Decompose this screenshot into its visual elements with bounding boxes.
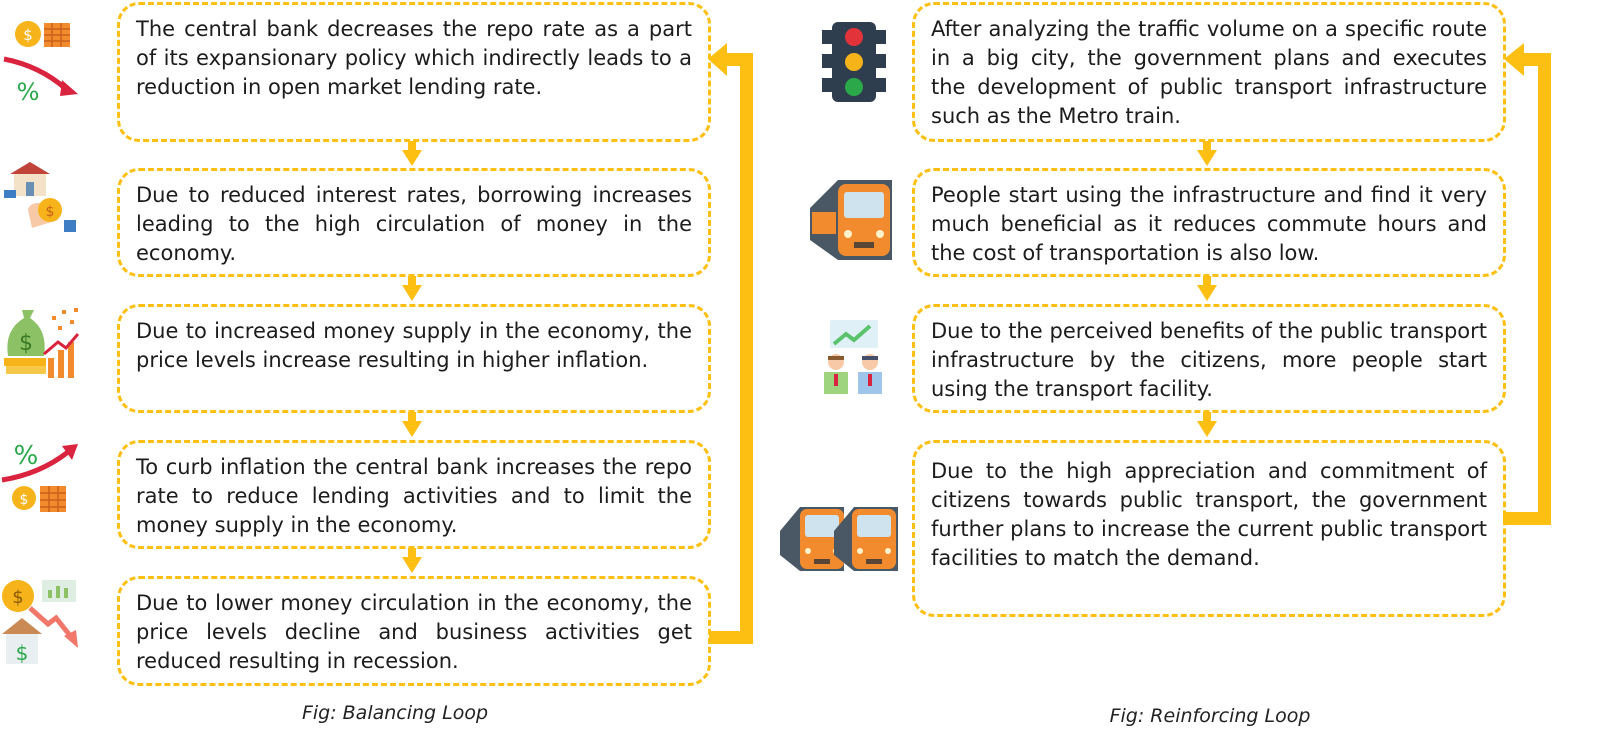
- reinforcing-step-2: People start using the infrastructure an…: [912, 168, 1506, 277]
- balancing-step-4: To curb inflation the central bank incre…: [117, 440, 711, 549]
- house-loan-icon: $: [4, 162, 76, 232]
- svg-text:$: $: [46, 204, 55, 220]
- balancing-feedback-arrow: [708, 43, 753, 644]
- reinforcing-step-1: After analyzing the traffic volume on a …: [912, 2, 1506, 142]
- balancing-caption: Fig: Balancing Loop: [301, 702, 489, 724]
- recession-icon: $ $: [2, 580, 78, 665]
- balancing-step-1: The central bank decreases the repo rate…: [117, 2, 711, 142]
- reinforcing-feedback-arrow: [1503, 43, 1551, 525]
- arrow-down-1: [402, 141, 422, 166]
- rate-hike-icon: % $: [1, 441, 78, 512]
- svg-text:$: $: [16, 641, 29, 665]
- metro-train-icon: [810, 180, 892, 260]
- balancing-step-5: Due to lower money circulation in the ec…: [117, 576, 711, 686]
- arrow-down-2: [402, 276, 422, 301]
- balancing-step-3: Due to increased money supply in the eco…: [117, 304, 711, 413]
- rate-cut-icon: $ %: [3, 21, 78, 104]
- traffic-light-icon: [822, 22, 886, 102]
- arrow-down-7: [1197, 412, 1217, 437]
- arrow-down-3: [402, 412, 422, 437]
- reinforcing-step-4: Due to the high appreciation and commitm…: [912, 440, 1506, 617]
- svg-text:%: %: [17, 78, 40, 104]
- people-growth-icon: [824, 320, 882, 394]
- svg-text:$: $: [12, 587, 23, 608]
- svg-text:$: $: [20, 492, 29, 508]
- money-bag-growth-icon: $: [4, 308, 80, 378]
- svg-text:$: $: [23, 26, 33, 44]
- two-trains-icon: [780, 507, 898, 571]
- arrow-down-5: [1197, 141, 1217, 166]
- svg-text:$: $: [19, 331, 33, 356]
- svg-text:%: %: [14, 441, 39, 471]
- arrow-down-6: [1197, 276, 1217, 301]
- reinforcing-step-3: Due to the perceived benefits of the pub…: [912, 304, 1506, 413]
- arrow-down-4: [402, 548, 422, 573]
- balancing-step-2: Due to reduced interest rates, borrowing…: [117, 168, 711, 277]
- reinforcing-caption: Fig: Reinforcing Loop: [1109, 705, 1311, 727]
